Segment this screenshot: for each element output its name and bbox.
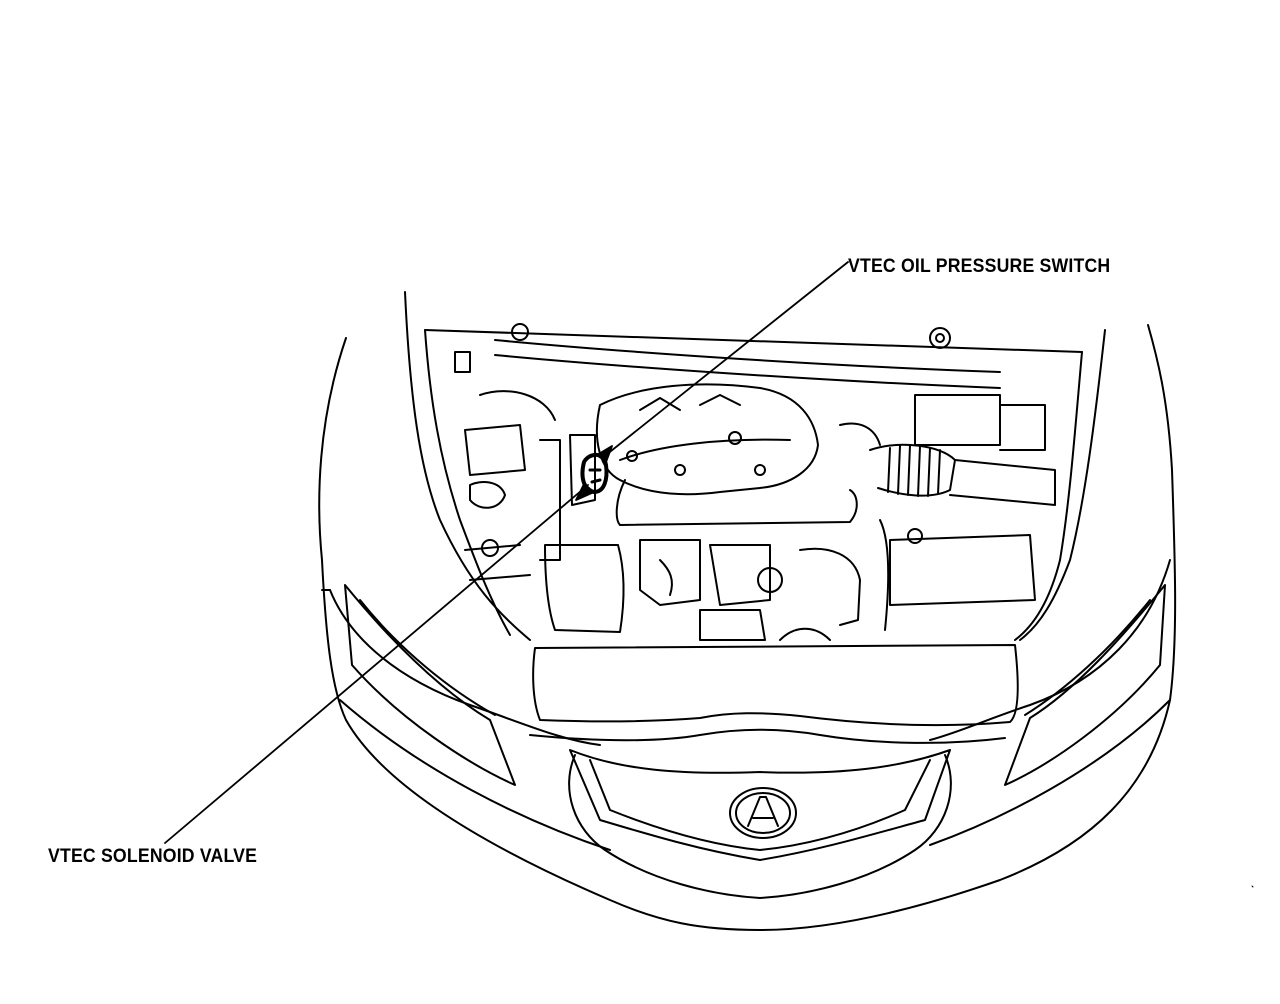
acura-emblem bbox=[729, 787, 797, 839]
lower-components bbox=[544, 519, 1036, 641]
solenoid-leader-line bbox=[164, 484, 589, 844]
oil-pressure-leader-line bbox=[605, 261, 849, 456]
solenoid-arrowhead bbox=[575, 483, 595, 501]
bumper-outline bbox=[318, 324, 1177, 931]
intake-duct bbox=[839, 422, 1056, 506]
leader-lines bbox=[164, 261, 849, 844]
right-headlight bbox=[1004, 584, 1166, 786]
left-components bbox=[464, 390, 596, 581]
grille bbox=[568, 749, 952, 899]
scan-speck bbox=[1251, 885, 1254, 888]
fuse-box bbox=[914, 394, 1046, 451]
vtec-solenoid-valve-label: VTEC SOLENOID VALVE bbox=[48, 846, 258, 867]
strut-brace bbox=[454, 323, 1001, 389]
left-headlight bbox=[344, 584, 516, 786]
vtec-oil-pressure-switch-label: VTEC OIL PRESSURE SWITCH bbox=[848, 256, 1111, 277]
oil-pressure-arrowhead bbox=[596, 445, 613, 463]
radiator-cover bbox=[529, 644, 1019, 744]
hood-opening bbox=[404, 291, 1106, 641]
engine-cover bbox=[596, 383, 858, 526]
